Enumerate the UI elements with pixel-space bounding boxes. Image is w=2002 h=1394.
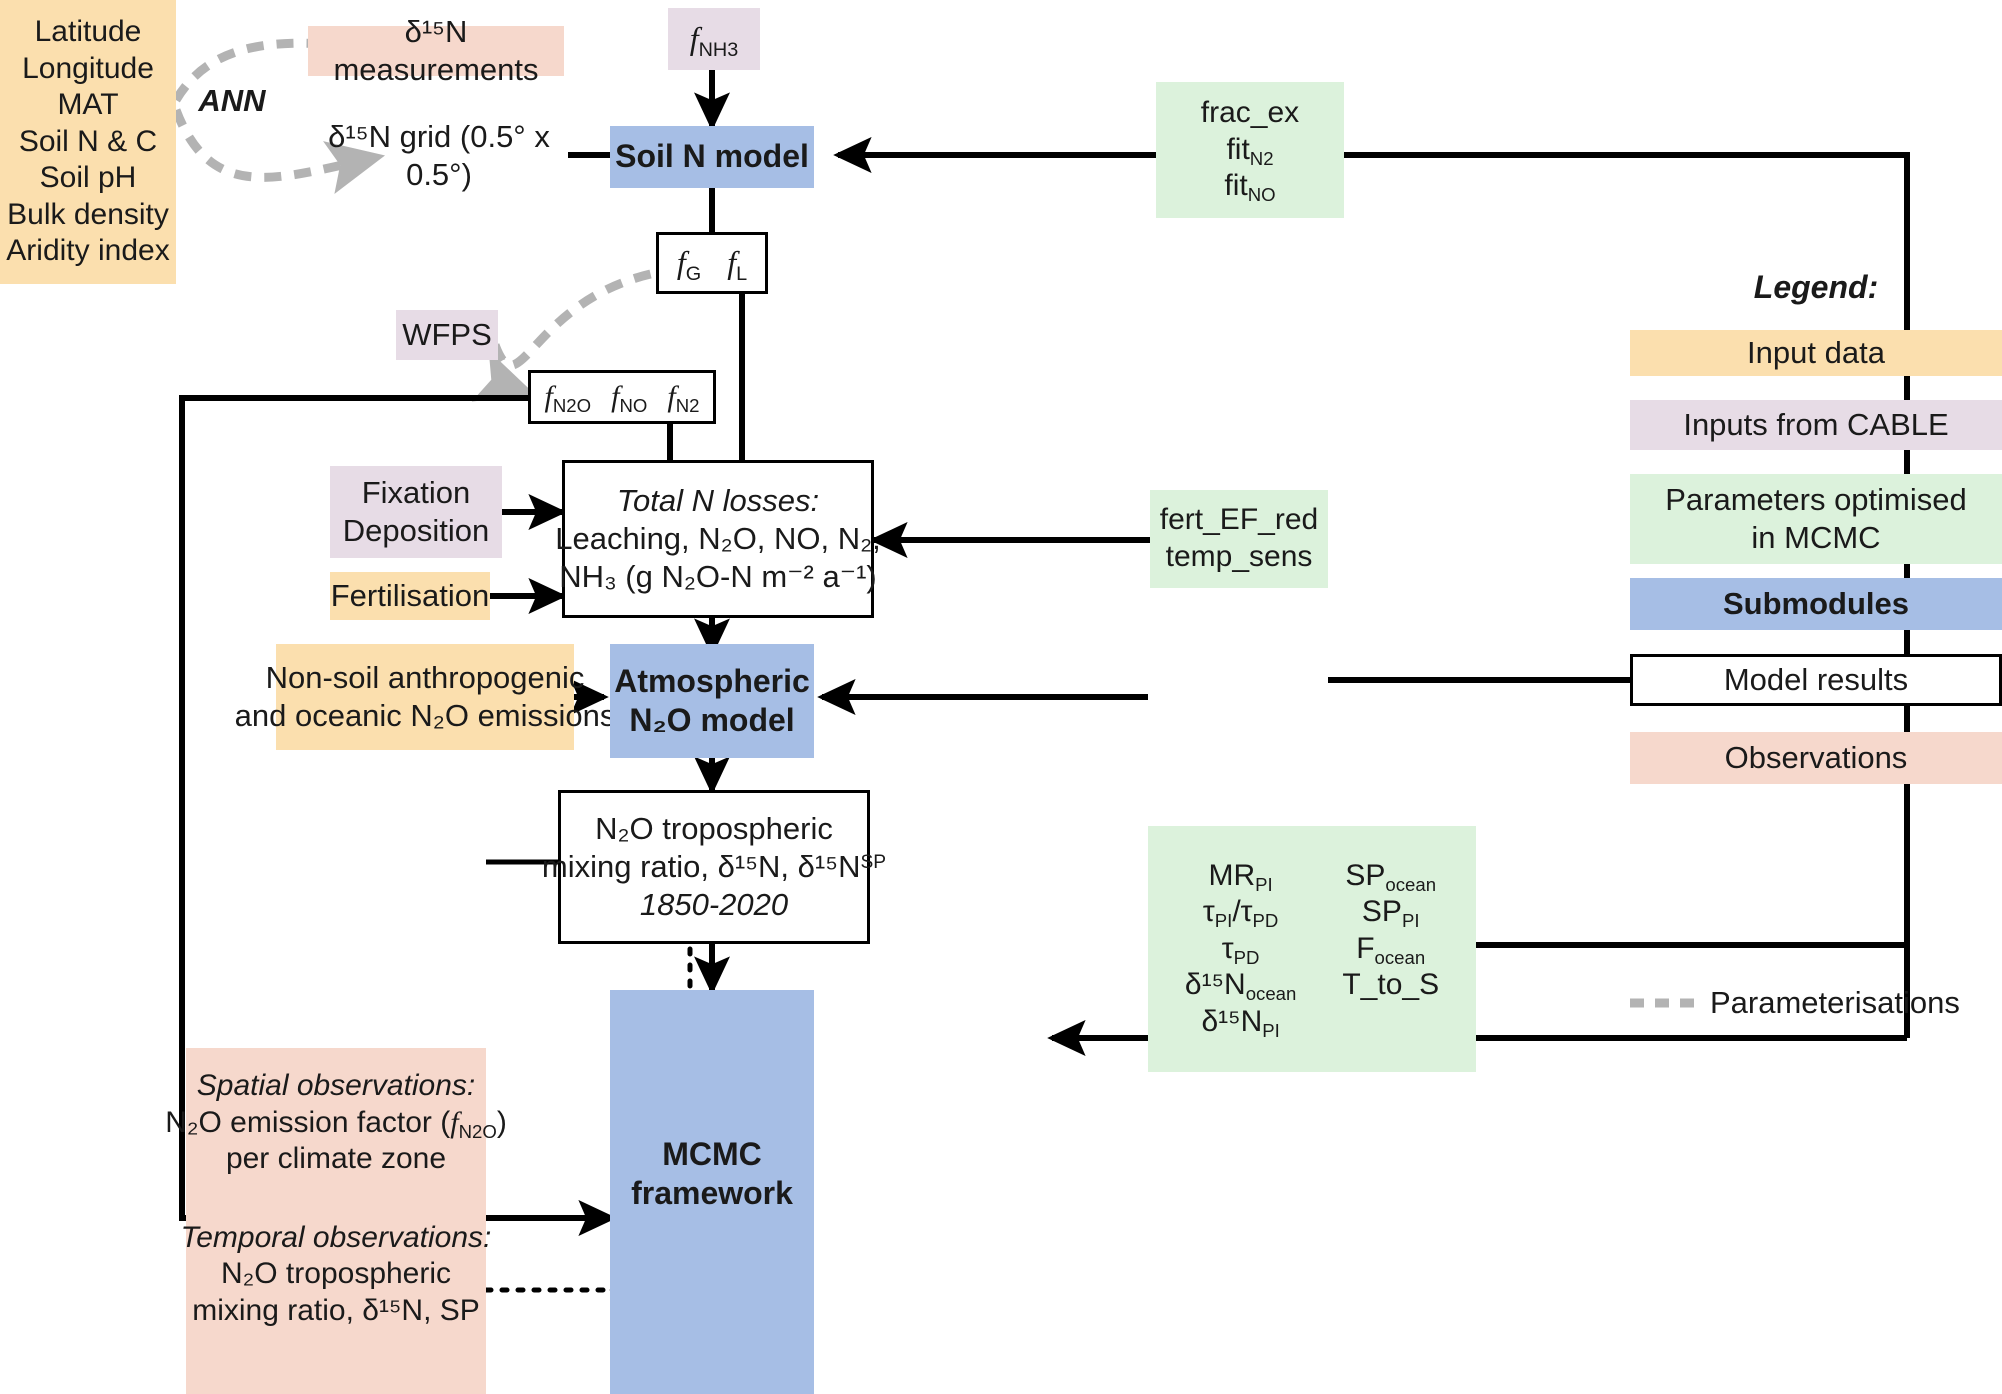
flux-box: fN2O fNO fN2 [528, 370, 716, 424]
n2o-results-line2-sup: SP [860, 852, 887, 874]
wfps-box: WFPS [396, 310, 498, 360]
soil-n-model-box[interactable]: Soil N model [610, 126, 814, 188]
input-item-latitude: Latitude [34, 14, 142, 48]
param-t-to-s: T_to_S [1342, 968, 1440, 1002]
atmos-params-box: MRPI τPI/τPD τPD δ¹⁵Nocean δ¹⁵NPI SPocea… [1148, 826, 1476, 1072]
legend-label-observations: Observations [1724, 740, 1908, 776]
atmos-params-left-col: MRPI τPI/τPD τPD δ¹⁵Nocean δ¹⁵NPI [1184, 858, 1297, 1042]
total-n-losses-heading: Total N losses: [616, 483, 820, 519]
f-no-base: f [611, 379, 620, 413]
atmos-params-right-col: SPocean SPPI Focean T_to_S [1342, 858, 1440, 1002]
deposition-label: Deposition [342, 513, 490, 548]
atmospheric-n2o-model-box[interactable]: Atmospheric N₂O model [610, 644, 814, 758]
fg-base: f [676, 244, 686, 281]
d15n-grid-label: δ¹⁵N grid (0.5° x 0.5°) [328, 119, 550, 192]
n2o-results-line2: mixing ratio, δ¹⁵N, δ¹⁵N [541, 849, 861, 885]
n2o-results-box: N₂O tropospheric mixing ratio, δ¹⁵N, δ¹⁵… [542, 790, 886, 944]
legend-item-inputs-cable: Inputs from CABLE [1630, 400, 2002, 450]
f-nh3-base: f [689, 20, 699, 57]
mcmc-line2: framework [631, 1175, 793, 1212]
param-tau-pd: τ [1221, 931, 1234, 965]
total-n-losses-line3: NH₃ (g N₂O-N m⁻² a⁻¹) [559, 558, 877, 594]
n2o-results-line3: 1850-2020 [639, 886, 789, 922]
param-f-ocean: F [1356, 931, 1375, 965]
ann-label: ANN [198, 83, 266, 119]
wfps-label: WFPS [402, 317, 492, 353]
d15n-measurements-box: δ¹⁵N measurements [308, 14, 564, 87]
wfps-dashed [490, 268, 656, 370]
param-d15n-pi: δ¹⁵N [1201, 1004, 1263, 1038]
atmos-params-columns: MRPI τPI/τPD τPD δ¹⁵Nocean δ¹⁵NPI SPocea… [1184, 858, 1440, 1042]
param-sp-ocean: SP [1345, 858, 1386, 892]
input-item-mat: MAT [57, 88, 119, 122]
observations-box: Spatial observations: N₂O emission facto… [165, 1048, 507, 1394]
param-fit-no: fit [1224, 169, 1248, 203]
wfps-dashed-arrow [471, 343, 535, 402]
legend-label-model-results: Model results [1723, 662, 1909, 698]
mcmc-line1: MCMC [662, 1136, 762, 1172]
temporal-observations-line2: mixing ratio, δ¹⁵N, SP [192, 1293, 480, 1327]
fertilisation-label: Fertilisation [330, 578, 490, 614]
legend-label-submodules: Submodules [1722, 586, 1909, 622]
n2o-results-line1: N₂O tropospheric [595, 811, 833, 847]
legend-label-inputs-cable: Inputs from CABLE [1683, 407, 1949, 443]
f-n2-base: f [667, 379, 676, 413]
temporal-observations-line1: N₂O tropospheric [220, 1257, 452, 1291]
param-sp-pi: SP [1361, 895, 1402, 929]
param-frac-ex: frac_ex [1200, 96, 1300, 130]
param-mr-pi: MR [1208, 858, 1256, 892]
param-temp-sens: temp_sens [1165, 540, 1313, 573]
legend-item-params-mcmc: Parameters optimised in MCMC [1630, 474, 2002, 564]
total-n-losses-line2: Leaching, N₂O, NO, N₂, [555, 521, 881, 557]
d15n-measurements-label: δ¹⁵N measurements [333, 14, 539, 87]
legend-label-input-data: Input data [1747, 335, 1885, 371]
soil-n-model-label: Soil N model [615, 138, 809, 175]
legend-title: Legend: [1753, 269, 1879, 306]
non-soil-line1: Non-soil anthropogenic [265, 660, 585, 696]
legend-item-input-data: Input data [1630, 330, 2002, 376]
fl-base: f [727, 244, 737, 281]
input-item-longitude: Longitude [22, 51, 154, 85]
legend-label-params-mcmc-2: in MCMC [1751, 520, 1881, 555]
f-n2o-base: f [544, 379, 553, 413]
legend-item-observations: Observations [1630, 732, 2002, 784]
input-item-bulk-density: Bulk density [7, 197, 169, 231]
mcmc-framework-box[interactable]: MCMC framework [610, 990, 814, 1394]
f-nh3-box: fNH3 [668, 8, 760, 70]
spatial-observations-heading: Spatial observations: [196, 1069, 476, 1102]
param-d15n-ocean: δ¹⁵N [1184, 968, 1246, 1002]
param-fit-n2: fit [1226, 132, 1250, 166]
fert-params-box: fert_EF_red temp_sens [1150, 490, 1328, 588]
input-data-box: Latitude Longitude MAT Soil N & C Soil p… [0, 0, 176, 284]
input-item-aridity-index: Aridity index [6, 234, 170, 268]
input-item-soil-ph: Soil pH [39, 161, 137, 195]
fixation-deposition-box: Fixation Deposition [330, 466, 502, 558]
non-soil-line2: and oceanic N₂O emissions [234, 698, 616, 733]
atmos-line1: Atmospheric [614, 662, 810, 699]
param-fert-ef-red: fert_EF_red [1159, 503, 1319, 537]
temporal-observations-heading: Temporal observations: [180, 1220, 492, 1254]
f-nh3-sub: NH3 [698, 39, 739, 62]
spatial-observations-line2: per climate zone [225, 1142, 447, 1176]
fixation-label: Fixation [361, 475, 471, 511]
frac-ex-params-box: frac_ex fitN2 fitNO [1156, 82, 1344, 218]
non-soil-emissions-box: Non-soil anthropogenic and oceanic N₂O e… [235, 644, 615, 750]
fg-fl-box: fG fL [656, 232, 768, 294]
legend-item-model-results: Model results [1630, 654, 2002, 706]
fertilisation-box: Fertilisation [330, 572, 490, 620]
input-item-soil-n-c: Soil N & C [18, 124, 158, 158]
legend-item-parameterisations: Parameterisations [1710, 980, 2002, 1026]
param-tau-pi: τ [1202, 895, 1215, 929]
total-n-losses-box: Total N losses: Leaching, N₂O, NO, N₂, N… [555, 460, 881, 618]
legend-label-parameterisations: Parameterisations [1710, 985, 1960, 1021]
legend-label-params-mcmc-1: Parameters optimised [1665, 482, 1967, 518]
legend-item-submodules: Submodules [1630, 578, 2002, 630]
spatial-observations-line1: N₂O emission factor (fN2O) [165, 1105, 507, 1142]
atmos-line2: N₂O model [629, 702, 795, 738]
